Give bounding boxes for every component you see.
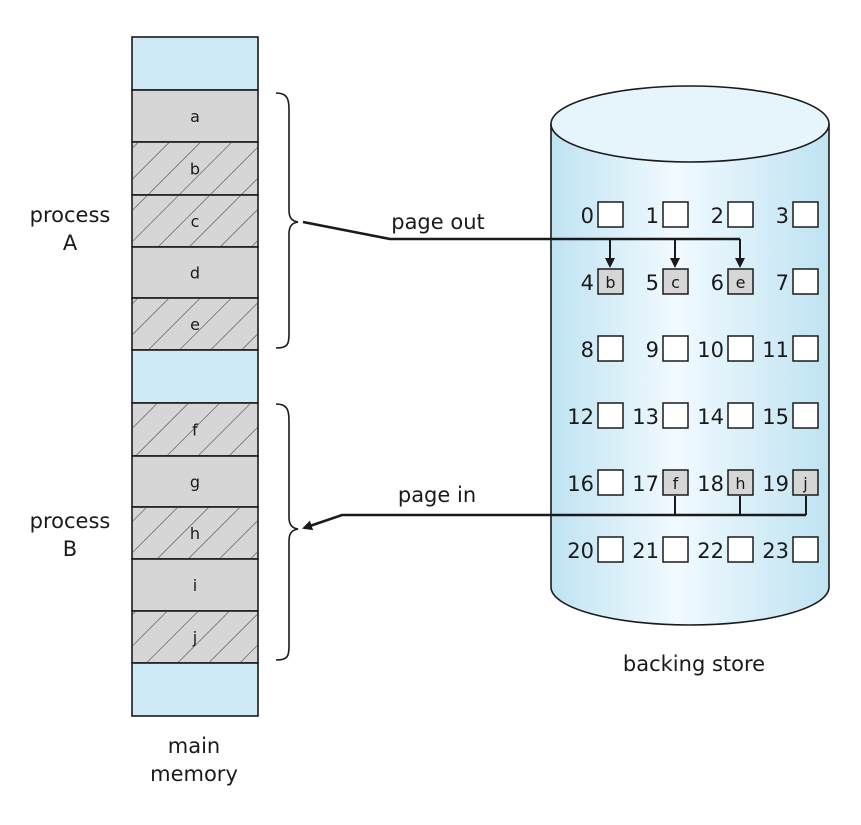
slot-number-11: 11 <box>762 338 789 362</box>
memory-frame-label-e: e <box>190 315 200 334</box>
memory-frame-hatch-7 <box>133 404 257 455</box>
memory-frame-label-f: f <box>192 421 198 440</box>
memory-frame-hatch-3 <box>133 196 257 246</box>
memory-frame-12 <box>131 662 259 717</box>
slot-number-18: 18 <box>697 472 724 496</box>
process-a-label-line2: A <box>63 231 78 255</box>
slot-box-18 <box>727 469 754 496</box>
slot-box-10 <box>727 335 754 362</box>
slot-number-0: 0 <box>581 204 594 228</box>
memory-frame-hatch-2 <box>133 143 257 194</box>
slot-number-23: 23 <box>762 539 789 563</box>
memory-frame-label-i: i <box>193 576 197 595</box>
memory-frame-label-h: h <box>190 524 200 543</box>
cylinder-body <box>550 124 830 626</box>
process-b-label-line2: B <box>63 537 77 561</box>
memory-frame-hatch-11 <box>133 612 257 662</box>
memory-frame-hatch-5 <box>133 299 257 349</box>
slot-number-4: 4 <box>581 271 594 295</box>
slot-number-3: 3 <box>776 204 789 228</box>
slot-box-3 <box>792 201 819 228</box>
memory-frame-0 <box>131 36 259 91</box>
backing-store-cylinder <box>550 85 830 626</box>
main-memory: a b c d e f g h i j <box>131 36 259 717</box>
slot-page-e: e <box>736 273 746 292</box>
process-b-label-line1: process <box>30 509 111 533</box>
memory-frame-4 <box>131 246 259 299</box>
slot-number-12: 12 <box>567 405 594 429</box>
slot-number-9: 9 <box>646 338 659 362</box>
slot-page-c: c <box>671 273 680 292</box>
slot-number-22: 22 <box>697 539 724 563</box>
slot-box-13 <box>662 402 689 429</box>
main-memory-label-line1: main <box>168 734 220 758</box>
slot-number-19: 19 <box>762 472 789 496</box>
memory-frame-label-b: b <box>190 160 200 179</box>
page-out-label: page out <box>391 210 485 234</box>
slot-box-16 <box>597 469 624 496</box>
memory-frame-hatch-9 <box>133 508 257 558</box>
slot-number-13: 13 <box>632 405 659 429</box>
backing-store-label: backing store <box>623 652 765 676</box>
slot-box-4 <box>597 268 624 295</box>
slot-page-f: f <box>673 474 679 493</box>
slot-number-8: 8 <box>581 338 594 362</box>
slot-page-h: h <box>735 474 745 493</box>
memory-frame-label-g: g <box>190 473 200 492</box>
page-in-label: page in <box>398 483 476 507</box>
slot-box-6 <box>727 268 754 295</box>
slot-page-b: b <box>605 273 615 292</box>
slot-box-17 <box>662 469 689 496</box>
memory-frame-label-a: a <box>190 107 200 126</box>
slot-box-0 <box>597 201 624 228</box>
slot-number-20: 20 <box>567 539 594 563</box>
slot-number-5: 5 <box>646 271 659 295</box>
slot-box-2 <box>727 201 754 228</box>
slot-number-14: 14 <box>697 405 724 429</box>
slot-box-7 <box>792 268 819 295</box>
slot-box-15 <box>792 402 819 429</box>
slot-box-19 <box>792 469 819 496</box>
process-a-label-line1: process <box>30 203 111 227</box>
slot-number-21: 21 <box>632 539 659 563</box>
slot-box-14 <box>727 402 754 429</box>
slot-number-16: 16 <box>567 472 594 496</box>
slot-box-9 <box>662 335 689 362</box>
slot-number-10: 10 <box>697 338 724 362</box>
slot-box-21 <box>662 536 689 563</box>
memory-frame-label-j: j <box>192 628 197 647</box>
slot-box-23 <box>792 536 819 563</box>
memory-frame-6 <box>131 349 259 404</box>
slot-number-1: 1 <box>646 204 659 228</box>
slot-number-2: 2 <box>711 204 724 228</box>
slot-number-6: 6 <box>711 271 724 295</box>
slot-number-17: 17 <box>632 472 659 496</box>
memory-frame-label-c: c <box>191 212 200 231</box>
memory-frame-label-d: d <box>190 264 200 283</box>
slot-box-5 <box>662 268 689 295</box>
slot-box-8 <box>597 335 624 362</box>
slot-box-12 <box>597 402 624 429</box>
slot-box-11 <box>792 335 819 362</box>
slot-box-20 <box>597 536 624 563</box>
slot-box-22 <box>727 536 754 563</box>
slot-page-j: j <box>802 474 807 493</box>
page-in-arrow <box>302 496 807 531</box>
page-out-arrow <box>302 220 745 268</box>
main-memory-label-line2: memory <box>150 762 238 786</box>
slot-number-7: 7 <box>776 271 789 295</box>
memory-frame-1 <box>131 89 259 143</box>
memory-frame-10 <box>131 558 259 612</box>
cylinder-top <box>550 85 830 163</box>
process-a-brace <box>275 92 299 349</box>
process-b-brace <box>275 403 299 661</box>
memory-frame-8 <box>131 455 259 508</box>
slot-number-15: 15 <box>762 405 789 429</box>
slot-box-1 <box>662 201 689 228</box>
